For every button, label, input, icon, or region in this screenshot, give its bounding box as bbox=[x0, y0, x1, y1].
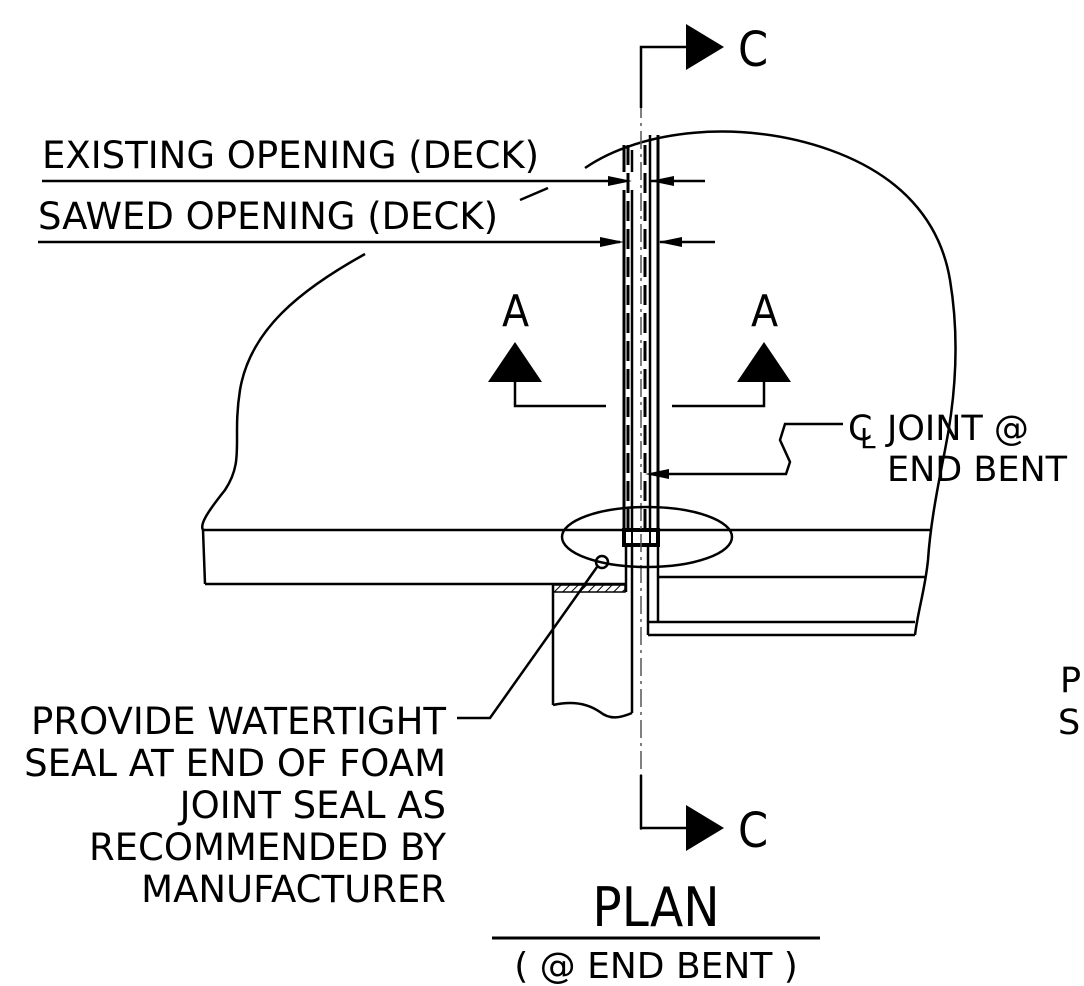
deck-right-break-outline bbox=[584, 130, 957, 636]
joint-label-line2: END BENT bbox=[887, 450, 1068, 490]
cut-off-text-1: P bbox=[1060, 661, 1081, 701]
seal-note-leader bbox=[457, 566, 599, 720]
joint-label-line1: JOINT @ bbox=[885, 409, 1029, 449]
drawing-subtitle: ( @ END BENT ) bbox=[514, 946, 798, 986]
wall-break-line bbox=[552, 701, 633, 719]
joint-leader-arrow bbox=[645, 469, 669, 479]
drawing-title: PLAN bbox=[592, 876, 719, 939]
section-a-left-label: A bbox=[502, 286, 529, 337]
seal-note-line1: PROVIDE WATERTIGHT bbox=[31, 700, 446, 743]
section-c-bottom-label: C bbox=[738, 803, 768, 859]
sawed-dim-arrow-right bbox=[658, 237, 682, 247]
existing-opening-leader bbox=[519, 186, 549, 202]
deck-break-outline bbox=[201, 252, 366, 531]
section-c-bottom-line bbox=[639, 775, 690, 830]
seal-leader-point bbox=[594, 554, 610, 570]
seal-note-line5: MANUFACTURER bbox=[141, 868, 446, 911]
section-c-bottom-arrow bbox=[686, 805, 724, 851]
existing-dim-arrow-left bbox=[608, 176, 632, 186]
seal-note-line2: SEAL AT END OF FOAM bbox=[24, 742, 446, 785]
section-c-top-line bbox=[639, 45, 690, 108]
existing-opening-label: EXISTING OPENING (DECK) bbox=[42, 134, 539, 177]
sawed-dim-arrow-left bbox=[600, 237, 624, 247]
centerline-symbol-c: C bbox=[848, 409, 872, 449]
section-c-top-arrow bbox=[686, 24, 724, 70]
section-c-top-label: C bbox=[738, 22, 768, 78]
section-a-left-arrow bbox=[488, 342, 542, 382]
detail-ellipse bbox=[560, 505, 734, 569]
cut-off-text-2: S bbox=[1058, 703, 1080, 743]
joint-leader bbox=[650, 422, 843, 476]
existing-dim-arrow-right bbox=[650, 176, 674, 186]
slab-left-edge bbox=[201, 529, 207, 585]
section-a-right-label: A bbox=[751, 286, 778, 337]
seal-note-line4: RECOMMENDED BY bbox=[89, 826, 446, 869]
seal-note-line3: JOINT SEAL AS bbox=[178, 784, 446, 827]
section-a-right-line bbox=[672, 382, 766, 408]
hatched-strip bbox=[552, 584, 626, 593]
centerline-symbol-l: L bbox=[860, 422, 876, 455]
sawed-opening-label: SAWED OPENING (DECK) bbox=[38, 195, 498, 238]
section-a-left-line bbox=[513, 382, 606, 408]
section-a-right-arrow bbox=[737, 342, 791, 382]
